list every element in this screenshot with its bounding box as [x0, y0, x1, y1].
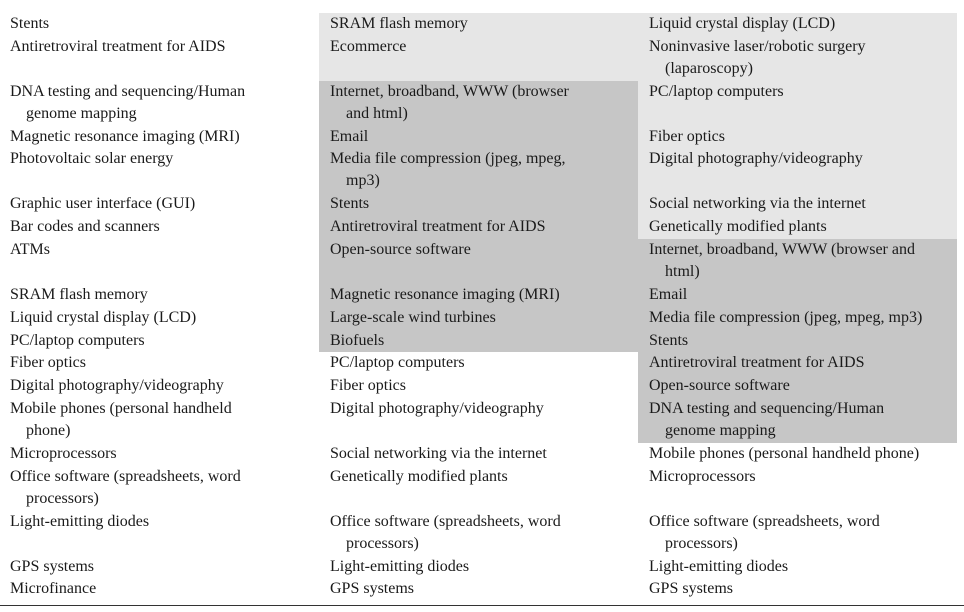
table-cell: Fiber optics	[10, 354, 86, 371]
table-cell: SRAM flash memory	[10, 286, 148, 303]
table-cell-continuation: and html)	[346, 105, 408, 123]
table-cell: Ecommerce	[330, 38, 407, 55]
table-cell: Stents	[330, 195, 370, 212]
band-dark-col3	[638, 239, 957, 443]
table-cell: Biofuels	[330, 332, 385, 349]
table-cell: Digital photography/videography	[649, 150, 863, 167]
table-cell: Light-emitting diodes	[330, 558, 470, 575]
table-cell: Genetically modified plants	[330, 468, 508, 485]
table-cell: GPS systems	[649, 580, 734, 597]
table-cell-continuation: genome mapping	[665, 422, 776, 440]
table-cell: Social networking via the internet	[330, 445, 547, 462]
table-cell: Genetically modified plants	[649, 218, 827, 235]
table-cell: Large-scale wind turbines	[330, 309, 496, 326]
table-cell: Microfinance	[10, 580, 97, 597]
table-cell: DNA testing and sequencing/Human	[649, 400, 885, 417]
table-cell: PC/laptop computers	[649, 83, 784, 100]
table-cell-continuation: html)	[665, 263, 700, 281]
table-cell: Social networking via the internet	[649, 195, 866, 212]
table-cell: Antiretroviral treatment for AIDS	[10, 38, 226, 55]
table-cell: SRAM flash memory	[330, 15, 468, 32]
table-cell: PC/laptop computers	[330, 354, 465, 371]
table-cell: Photovoltaic solar energy	[10, 150, 174, 167]
table-cell: Bar codes and scanners	[10, 218, 160, 235]
table-cell: DNA testing and sequencing/Human	[10, 83, 246, 100]
table-cell-continuation: processors)	[665, 535, 738, 553]
table-cell: Open-source software	[649, 377, 790, 394]
table-cell: Liquid crystal display (LCD)	[649, 15, 836, 32]
table-cell: Office software (spreadsheets, word	[10, 468, 241, 485]
table-cell: Media file compression (jpeg, mpeg,	[330, 150, 566, 167]
table-cell-continuation: mp3)	[346, 172, 380, 190]
table-cell: Antiretroviral treatment for AIDS	[649, 354, 865, 371]
table-cell: Open-source software	[330, 241, 471, 258]
table-cell: Liquid crystal display (LCD)	[10, 309, 197, 326]
table-cell: Internet, broadband, WWW (browser	[330, 83, 569, 100]
table-cell: Magnetic resonance imaging (MRI)	[10, 128, 240, 145]
table-cell: Digital photography/videography	[330, 400, 544, 417]
table-cell: Internet, broadband, WWW (browser and	[649, 241, 915, 258]
table-cell: Light-emitting diodes	[649, 558, 789, 575]
table-cell: Office software (spreadsheets, word	[649, 513, 880, 530]
table-cell: Fiber optics	[649, 128, 725, 145]
table-cell: Fiber optics	[330, 377, 406, 394]
bottom-rule	[0, 605, 964, 606]
table-cell-continuation: (laparoscopy)	[665, 60, 753, 78]
table-cell: Magnetic resonance imaging (MRI)	[330, 286, 560, 303]
table-cell-continuation: genome mapping	[26, 105, 137, 123]
table-cell: Email	[330, 128, 369, 145]
table-cell: Stents	[10, 15, 50, 32]
table-cell: GPS systems	[10, 558, 95, 575]
table-cell: ATMs	[10, 241, 51, 258]
table-cell: Stents	[649, 332, 689, 349]
table-cell: Office software (spreadsheets, word	[330, 513, 561, 530]
table-cell: Email	[649, 286, 688, 303]
band-light-col2	[319, 13, 638, 81]
band-light-col3	[638, 13, 957, 239]
table-cell: Microprocessors	[649, 468, 756, 485]
band-dark-col2	[319, 81, 638, 352]
table-cell: Light-emitting diodes	[10, 513, 150, 530]
table-cell: Antiretroviral treatment for AIDS	[330, 218, 546, 235]
table-cell: Mobile phones (personal handheld	[10, 400, 232, 417]
table-cell: Noninvasive laser/robotic surgery	[649, 38, 866, 55]
table-cell: Digital photography/videography	[10, 377, 224, 394]
table-cell-continuation: processors)	[346, 535, 419, 553]
table-cell: Microprocessors	[10, 445, 117, 462]
table-cell-continuation: phone)	[26, 422, 71, 440]
table-cell: Media file compression (jpeg, mpeg, mp3)	[649, 309, 923, 326]
table-cell: GPS systems	[330, 580, 415, 597]
table-cell-continuation: processors)	[26, 490, 99, 508]
table-cell: Mobile phones (personal handheld phone)	[649, 445, 920, 462]
table-cell: Graphic user interface (GUI)	[10, 195, 196, 212]
table-cell: PC/laptop computers	[10, 332, 145, 349]
